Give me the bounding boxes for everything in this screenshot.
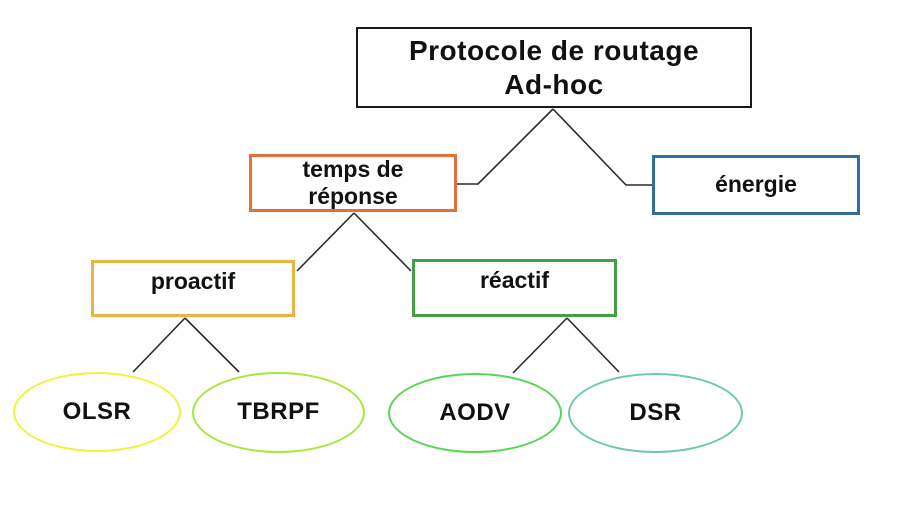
- edge-temps-reactif: [353, 212, 412, 272]
- node-reactif-label: réactif: [479, 267, 550, 293]
- node-temps-de-reponse-label: temps de réponse: [302, 155, 404, 209]
- node-aodv: AODV: [388, 373, 562, 453]
- node-tbrpf-label: TBRPF: [237, 398, 320, 426]
- node-proactif: proactif: [91, 260, 295, 317]
- edge-reactif-dsr: [566, 317, 620, 373]
- node-aodv-label: AODV: [439, 398, 511, 426]
- edge-root-temps: [457, 108, 554, 185]
- edge-reactif-aodv: [512, 317, 568, 374]
- node-energie-label: énergie: [715, 171, 797, 198]
- node-reactif: réactif: [412, 259, 617, 317]
- node-dsr-label: DSR: [629, 398, 682, 426]
- node-protocole-routage-adhoc-label: Protocole de routage Ad-hoc: [408, 35, 700, 100]
- node-olsr-label: OLSR: [62, 397, 132, 425]
- node-energie: énergie: [652, 155, 860, 215]
- edge-proactif-olsr: [132, 317, 186, 373]
- edge-root-energie: [552, 108, 652, 186]
- node-tbrpf: TBRPF: [192, 372, 365, 453]
- node-dsr: DSR: [568, 373, 743, 453]
- node-proactif-label: proactif: [150, 268, 236, 294]
- node-temps-de-reponse: temps de réponse: [249, 154, 457, 212]
- edge-temps-proactif: [296, 212, 355, 272]
- node-olsr: OLSR: [13, 372, 181, 452]
- node-protocole-routage-adhoc: Protocole de routage Ad-hoc: [356, 27, 752, 108]
- edge-proactif-tbrpf: [184, 317, 240, 373]
